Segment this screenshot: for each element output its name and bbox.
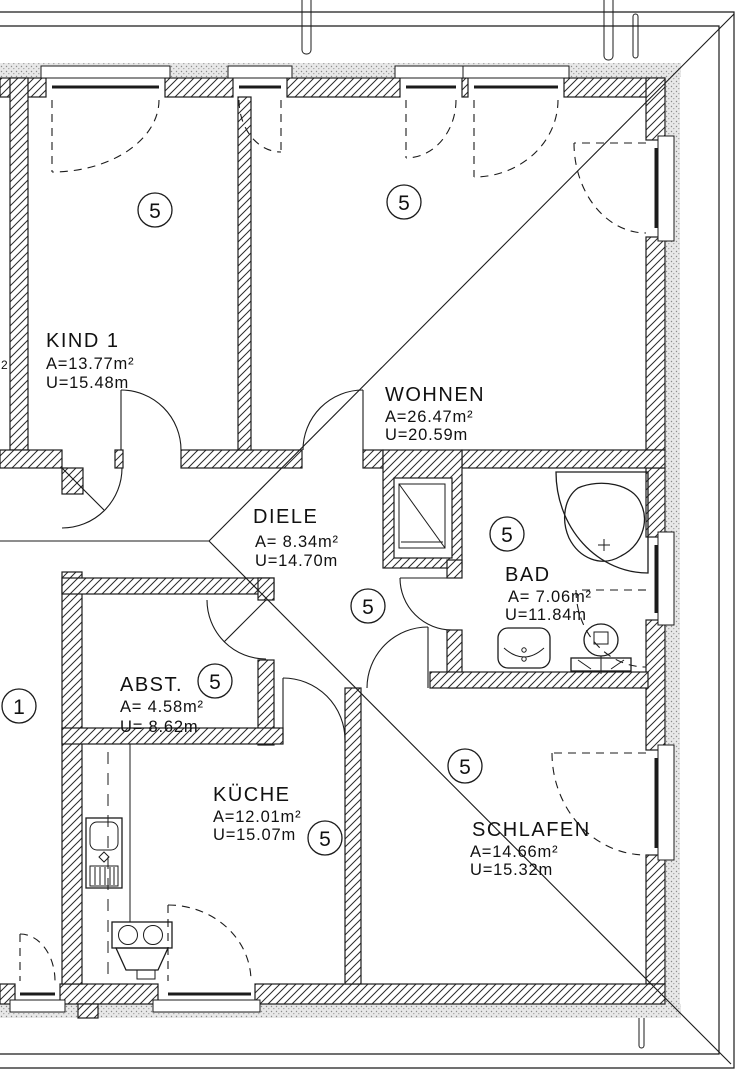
wall-stub: [77, 1003, 99, 1019]
room-label-abst: ABST. A= 4.58m² U= 8.62m: [120, 674, 204, 736]
stove: [111, 921, 173, 980]
room-perimeter: U=20.59m: [385, 426, 468, 444]
balcony-door-wohnen: [573, 135, 675, 242]
svg-text:5: 5: [319, 828, 331, 851]
windows: [9, 65, 675, 1013]
room-name: DIELE: [253, 506, 318, 528]
apartment-marker-lines: [0, 13, 735, 1065]
doors: [61, 389, 453, 741]
door-abst: [206, 599, 267, 660]
room-perimeter: U= 8.62m: [120, 718, 198, 736]
room-label-kind1: KIND 1 A=13.77m² U=15.48m: [46, 330, 134, 392]
bathtub: [555, 471, 649, 574]
unit-badge: 5: [447, 748, 483, 784]
door-entry: [61, 467, 123, 529]
window-wohnen-left: [227, 65, 293, 153]
room-labels: KIND 1 A=13.77m² U=15.48m WOHNEN A=26.47…: [1, 330, 592, 879]
room-name: WOHNEN: [385, 384, 485, 406]
room-area: A= 4.58m²: [120, 698, 204, 716]
pipe-icon: [603, 0, 614, 61]
svg-text:1: 1: [13, 696, 25, 719]
pipe-icon: [301, 0, 312, 55]
room-area: A=14.66m²: [470, 843, 558, 861]
sheet-border: [0, 11, 735, 1069]
counter-edge: [107, 744, 131, 980]
room-area: A=13.77m²: [46, 355, 134, 373]
room-perimeter: U=14.70m: [255, 552, 338, 570]
pin-icon: [632, 13, 639, 59]
door-kueche: [282, 677, 346, 741]
room-perimeter: U=15.07m: [213, 826, 296, 844]
unit-badge: 5: [137, 192, 173, 228]
window-kueche: [152, 904, 261, 1013]
kitchen-sink: [85, 817, 123, 889]
balcony-door-schlafen: [551, 744, 675, 861]
svg-text:5: 5: [398, 192, 410, 215]
svg-text:5: 5: [459, 756, 471, 779]
room-name: BAD: [505, 564, 551, 586]
room-name: SCHLAFEN: [472, 819, 591, 841]
room-label-schlafen: SCHLAFEN A=14.66m² U=15.32m: [470, 819, 591, 879]
room-area: A=26.47m²: [385, 408, 473, 426]
unit-badge: 5: [386, 184, 422, 220]
room-name: KIND 1: [46, 330, 119, 352]
window-stairwell: [9, 933, 66, 1013]
door-bad: [399, 577, 453, 631]
window-kind1: [40, 65, 171, 173]
room-name: ABST.: [120, 674, 183, 696]
door-wohnen: [302, 389, 364, 451]
room-name: KÜCHE: [213, 784, 291, 806]
room-label-kueche: KÜCHE A=12.01m² U=15.07m: [213, 784, 301, 844]
room-area: A= 8.34m²: [255, 533, 339, 551]
installation-shaft: [393, 477, 453, 559]
door-kind1: [120, 389, 182, 451]
fixtures: [85, 471, 649, 980]
room-label-bad: BAD A= 7.06m² U=11.84m: [505, 564, 592, 624]
unit-badge: 5: [489, 516, 525, 552]
room-area: A= 7.06m²: [508, 588, 592, 606]
unit-badge: 5: [197, 663, 233, 699]
svg-text:5: 5: [501, 524, 513, 547]
unit-badges: 5 5 5 5 5 5 5 1: [1, 184, 525, 856]
room-perimeter: U=15.32m: [470, 861, 553, 879]
room-label-diele: DIELE A= 8.34m² U=14.70m: [253, 506, 339, 570]
room-perimeter: U=11.84m: [505, 606, 587, 624]
toilet: [570, 623, 632, 674]
washbasin: [497, 627, 551, 669]
svg-text:5: 5: [209, 671, 221, 694]
room-area: A=12.01m²: [213, 808, 301, 826]
svg-text:5: 5: [362, 596, 374, 619]
window-wohnen-right: [462, 65, 570, 178]
door-schlafen: [366, 626, 429, 689]
unit-badge: 5: [350, 588, 386, 624]
window-bad: [575, 531, 675, 668]
unit-badge: 5: [307, 820, 343, 856]
room-perimeter: U=15.48m: [46, 374, 129, 392]
unit-badge: 1: [1, 688, 37, 724]
svg-text:5: 5: [149, 200, 161, 223]
entry-jamb-stub: [61, 467, 84, 495]
room-label-wohnen: WOHNEN A=26.47m² U=20.59m: [385, 384, 485, 444]
window-wohnen-mid: [394, 65, 468, 159]
cutoff-text-fragment: 2: [1, 358, 8, 372]
